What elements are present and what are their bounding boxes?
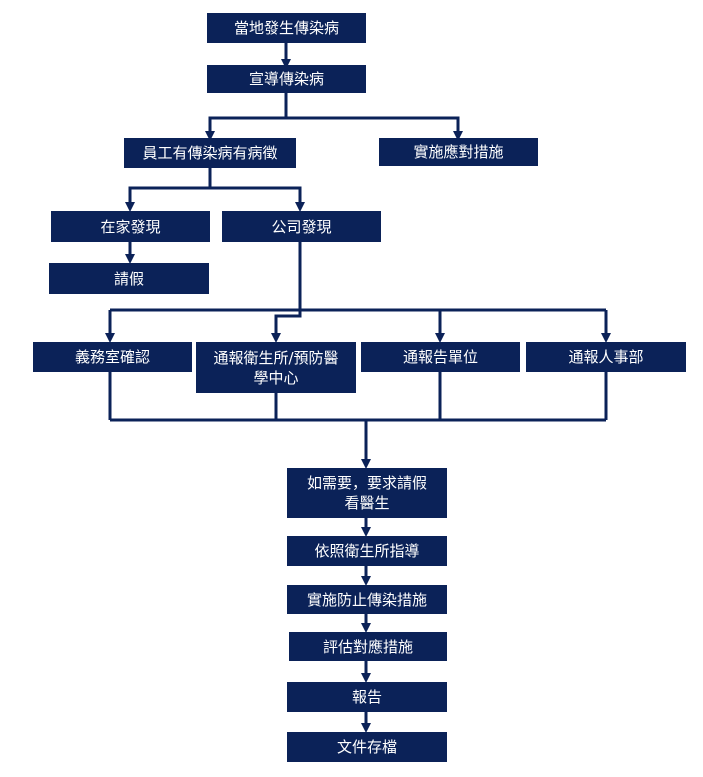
node-local-outbreak-label: 當地發生傳染病	[233, 19, 339, 37]
connector-promote-split	[205, 93, 288, 141]
node-found-at-company-label: 公司發現	[271, 217, 332, 236]
node-sick-leave: 請假	[49, 263, 209, 294]
node-implement-prevention: 實施防止傳染措施	[287, 585, 447, 614]
node-found-at-home-label: 在家發現	[100, 217, 161, 236]
node-request-leave-doctor-label: 如需要，要求請假 看醫生	[306, 474, 427, 512]
node-employee-symptoms-label: 員工有傳染病有病徵	[142, 144, 278, 162]
node-evaluate-measures-label: 評估對應措施	[322, 637, 413, 656]
node-sick-leave-label: 請假	[113, 269, 144, 288]
node-notify-unit-label: 通報告單位	[402, 348, 478, 366]
node-local-outbreak: 當地發生傳染病	[207, 13, 366, 43]
connector-promote-to-measures	[286, 116, 463, 141]
node-follow-health-guidance: 依照衛生所指導	[287, 536, 447, 566]
connector-employee-to-company	[210, 186, 305, 212]
node-employee-symptoms: 員工有傳染病有病徵	[124, 138, 296, 168]
node-clinic-confirm-label: 義務室確認	[74, 348, 150, 366]
node-report: 報告	[287, 682, 447, 712]
node-request-leave-doctor: 如需要，要求請假 看醫生	[287, 468, 447, 518]
node-notify-unit: 通報告單位	[361, 342, 520, 372]
node-evaluate-measures: 評估對應措施	[289, 632, 447, 661]
node-report-label: 報告	[351, 688, 382, 706]
node-file-archive-label: 文件存檔	[336, 738, 397, 756]
node-notify-health-center: 通報衛生所/預防醫 學中心	[196, 342, 356, 393]
node-notify-health-center-label: 通報衛生所/預防醫 學中心	[213, 348, 339, 387]
node-clinic-confirm: 義務室確認	[33, 342, 192, 372]
node-implement-measures-label: 實施應對措施	[413, 143, 504, 161]
node-notify-hr-label: 通報人事部	[568, 348, 644, 366]
node-found-at-company: 公司發現	[222, 211, 381, 242]
arrow-to-health-center	[271, 310, 302, 343]
connector-employee-to-home	[125, 168, 212, 212]
node-implement-measures: 實施應對措施	[379, 138, 538, 166]
node-implement-prevention-label: 實施防止傳染措施	[306, 590, 427, 609]
node-promote-label: 宣導傳染病	[248, 70, 324, 88]
node-notify-hr: 通報人事部	[526, 342, 686, 372]
node-promote: 宣導傳染病	[207, 65, 366, 93]
node-found-at-home: 在家發現	[51, 211, 210, 242]
node-follow-health-guidance-label: 依照衛生所指導	[314, 542, 420, 560]
node-file-archive: 文件存檔	[287, 732, 447, 762]
